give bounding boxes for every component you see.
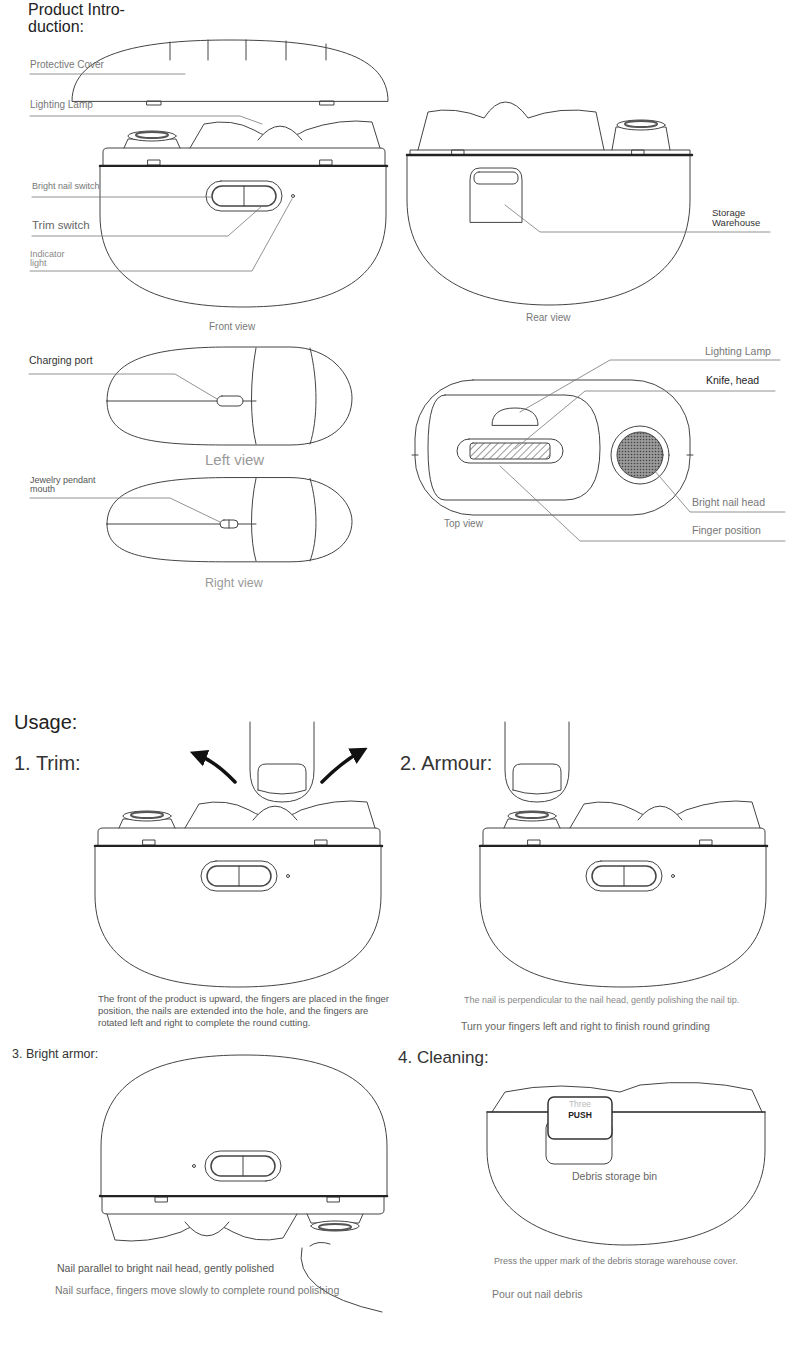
part-label: Press the upper mark of the debris stora… (494, 1257, 784, 1267)
part-label: Lighting Lamp (30, 99, 93, 111)
part-label: Storage Warehouse (712, 208, 774, 228)
part-label: Bright nail switch (32, 181, 100, 192)
part-label: Bright nail head (692, 496, 765, 509)
part-label: Knife, head (706, 374, 759, 387)
part-label: Charging port (29, 354, 93, 367)
part-label: Usage: (14, 710, 77, 734)
part-label: Turn your fingers left and right to fini… (461, 1020, 710, 1033)
part-label: Indicator light (30, 250, 76, 269)
part-label: Pour out nail debris (492, 1288, 582, 1301)
part-label: Protective Cover (30, 59, 104, 71)
part-label: 2. Armour: (400, 751, 492, 775)
part-label: Lighting Lamp (705, 345, 771, 358)
part-label: 1. Trim: (14, 751, 81, 775)
part-label: Nail parallel to bright nail head, gentl… (57, 1262, 274, 1275)
part-label: Nail surface, fingers move slowly to com… (55, 1284, 339, 1297)
part-label: Top view (444, 518, 483, 530)
part-label: Jewelry pendant mouth (30, 476, 108, 495)
part-label: The front of the product is upward, the … (98, 993, 398, 1029)
part-label: 4. Cleaning: (398, 1048, 489, 1068)
page-title: Product Intro- duction: (28, 2, 146, 36)
part-label: Right view (205, 576, 263, 591)
part-label: The nail is perpendicular to the nail he… (464, 996, 784, 1006)
part-label: Left view (205, 451, 264, 469)
part-label: Trim switch (32, 219, 90, 233)
part-label: Three (548, 1099, 612, 1109)
part-label: 3. Bright armor: (12, 1047, 98, 1062)
part-label: Finger position (692, 524, 761, 537)
part-label: Rear view (526, 312, 570, 324)
part-label: Debris storage bin (572, 1170, 657, 1183)
part-label: Front view (209, 321, 255, 333)
part-label: PUSH (548, 1110, 612, 1120)
